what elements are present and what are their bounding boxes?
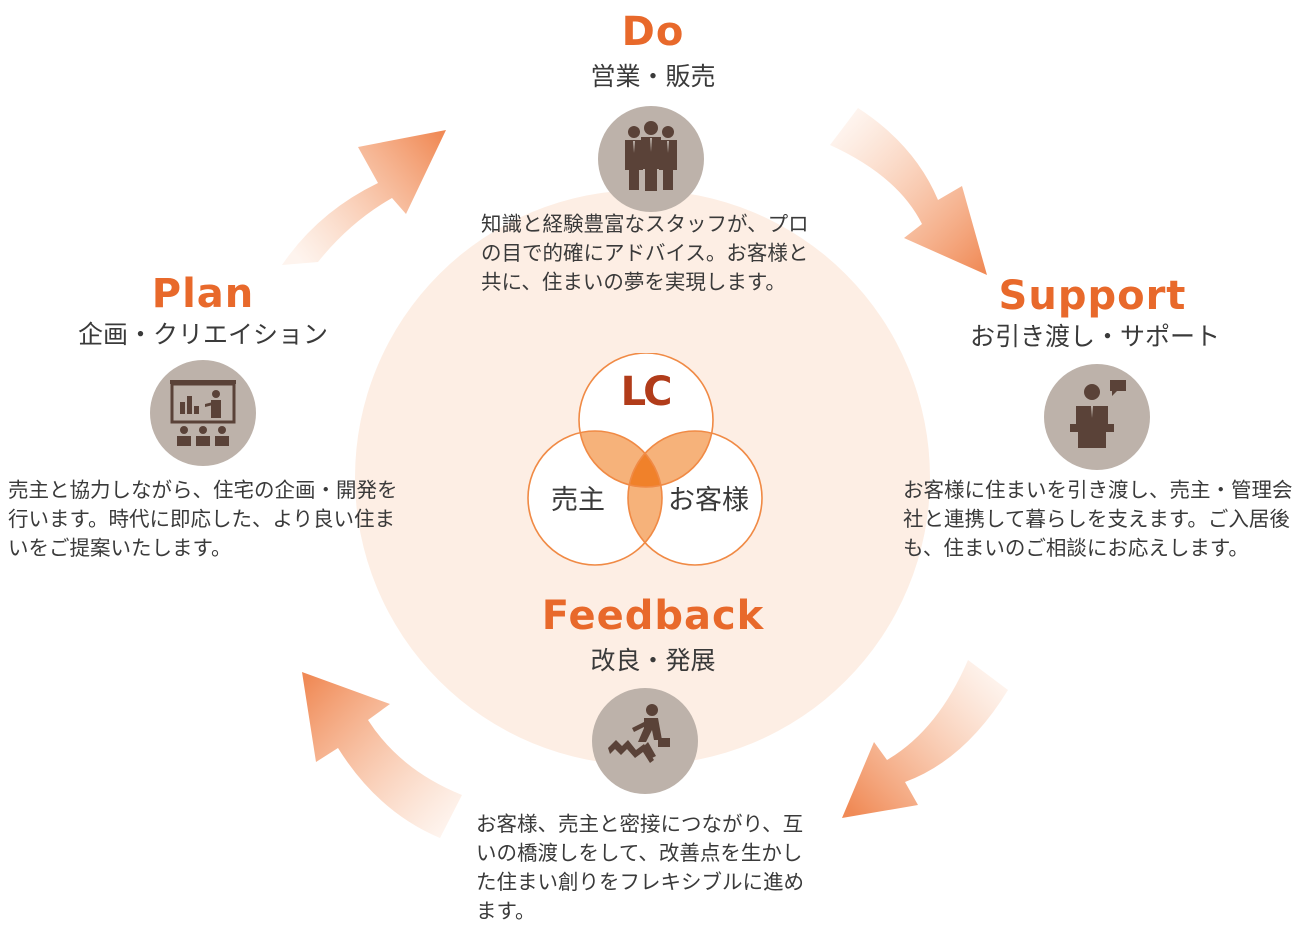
arrow-feedback-to-plan [302, 672, 462, 838]
do-description: 知識と経験豊富なスタッフが、プロの目で的確にアドバイス。お客様と共に、住まいの夢… [481, 212, 809, 294]
venn-label-seller: 売主 [551, 485, 605, 516]
presentation-audience-icon [150, 360, 256, 466]
support-description: お客様に住まいを引き渡し、売主・管理会社と連携して暮らしを支えます。ご入居後も、… [903, 478, 1293, 560]
running-businessman-icon [592, 688, 698, 794]
feedback-subtitle: 改良・発展 [590, 646, 716, 675]
feedback-description: お客様、売主と密接につながり、互いの橋渡しをして、改善点を生かした住まい創りをフ… [476, 812, 804, 923]
lc-logo: LC [612, 370, 678, 414]
consultant-speech-icon [1044, 364, 1150, 470]
support-subtitle: お引き渡し・サポート [969, 322, 1220, 351]
business-team-icon [598, 106, 704, 212]
plan-description: 売主と協力しながら、住宅の企画・開発を行います。時代に即応した、より良い住まいを… [8, 478, 398, 560]
do-subtitle: 営業・販売 [590, 62, 716, 91]
venn-label-customer: お客様 [668, 485, 749, 516]
plan-subtitle: 企画・クリエイション [77, 320, 328, 349]
venn-diagram [527, 352, 765, 575]
support-title: Support [998, 273, 1187, 319]
arrow-support-to-feedback [842, 660, 1008, 818]
lc-logo-text: LC [620, 369, 673, 415]
do-title: Do [621, 9, 685, 55]
plan-title: Plan [151, 271, 255, 317]
feedback-title: Feedback [541, 593, 765, 639]
arrow-plan-to-do [282, 130, 446, 265]
arrow-do-to-support [830, 108, 987, 275]
